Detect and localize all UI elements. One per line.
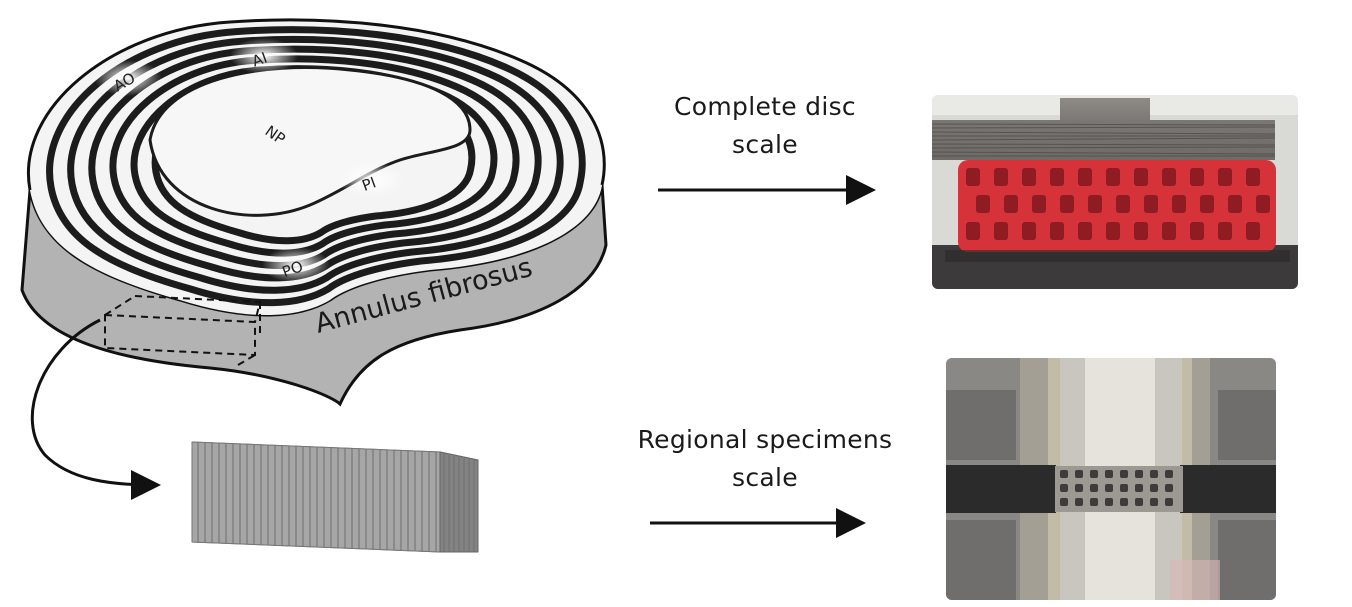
steel-streak xyxy=(932,137,1276,141)
glow-po xyxy=(262,247,330,283)
lattice-cell xyxy=(1075,484,1083,492)
disc-cell xyxy=(1162,222,1176,240)
lattice-cell xyxy=(1135,498,1143,506)
lattice-cell xyxy=(1165,498,1173,506)
disc-cell xyxy=(1032,195,1046,213)
lattice-cell xyxy=(1120,470,1128,478)
specimen-lamellae-lines xyxy=(197,442,475,552)
lattice-cell xyxy=(1090,470,1098,478)
steel-streak xyxy=(932,146,1276,149)
photo-complete-disc xyxy=(932,95,1298,289)
lattice-cell xyxy=(1165,470,1173,478)
disc-cell xyxy=(1218,222,1232,240)
steel-streak xyxy=(932,143,1276,146)
intervertebral-disc-model: NP AO AI PI PO Annulus fibrosus xyxy=(20,18,608,500)
glow-pi xyxy=(338,162,406,198)
lattice-cell xyxy=(1120,484,1128,492)
disc-cell xyxy=(1134,222,1148,240)
disc-cell xyxy=(1172,195,1186,213)
lattice-cell xyxy=(1060,484,1068,492)
lattice-cell xyxy=(1090,498,1098,506)
disc-cell xyxy=(1218,168,1232,186)
caption-regional-specimens: Regional specimens scale xyxy=(600,421,930,497)
disc-top-outline xyxy=(27,18,606,191)
steel-streak xyxy=(932,123,1276,126)
disc-cell xyxy=(994,222,1008,240)
disc-cell xyxy=(1050,222,1064,240)
disc-cell xyxy=(1228,195,1242,213)
disc-cell xyxy=(1050,168,1064,186)
caption-complete-disc: Complete disc scale xyxy=(640,88,890,164)
lattice-cell xyxy=(1075,498,1083,506)
disc-cell xyxy=(966,168,980,186)
specimen-extraction-box xyxy=(104,295,262,366)
disc-cell xyxy=(1022,222,1036,240)
disc-cell xyxy=(1116,195,1130,213)
disc-cell xyxy=(1134,168,1148,186)
curved-arrow xyxy=(30,318,161,500)
lattice-cell xyxy=(1135,470,1143,478)
lamella-ring xyxy=(46,26,586,307)
steel-streak xyxy=(932,126,1276,129)
lattice-cell xyxy=(1060,498,1068,506)
disc-cell xyxy=(1144,195,1158,213)
lamella-ring xyxy=(67,35,564,294)
lattice-cell xyxy=(1060,470,1068,478)
disc-cell xyxy=(1256,195,1270,213)
label-ai: AI xyxy=(250,49,270,71)
lattice-cell xyxy=(1090,484,1098,492)
glow-ai xyxy=(230,38,298,74)
disc-cell xyxy=(1022,168,1036,186)
lattice-cell xyxy=(1105,498,1113,506)
disc-cell xyxy=(1190,222,1204,240)
disc-cell xyxy=(1106,222,1120,240)
disc-cell xyxy=(1106,168,1120,186)
glow-ao xyxy=(94,60,162,96)
caption-complete-line1: Complete disc xyxy=(674,92,856,121)
disc-cell xyxy=(1004,195,1018,213)
disc-cell xyxy=(966,222,980,240)
lattice-cell xyxy=(1120,498,1128,506)
lattice-cell xyxy=(1075,470,1083,478)
disc-cell xyxy=(1088,195,1102,213)
steel-streak xyxy=(932,151,1276,155)
disc-cell xyxy=(1060,195,1074,213)
caption-complete-line2: scale xyxy=(732,130,798,159)
lattice-cell xyxy=(1150,470,1158,478)
label-pi: PI xyxy=(360,173,379,195)
disc-cell xyxy=(1246,168,1260,186)
photo-regional-specimen xyxy=(946,358,1276,600)
caption-regional-line2: scale xyxy=(732,463,798,492)
printed-disc-cells xyxy=(966,168,1270,240)
lattice-cell xyxy=(1135,484,1143,492)
regional-specimen-block xyxy=(191,441,479,553)
lattice-cell xyxy=(1105,470,1113,478)
disc-cell xyxy=(994,168,1008,186)
disc-cell xyxy=(1078,222,1092,240)
lattice-cell xyxy=(1105,484,1113,492)
lattice-cell xyxy=(1150,484,1158,492)
disc-cell xyxy=(1162,168,1176,186)
lattice-specimen xyxy=(1055,466,1183,512)
disc-cell xyxy=(1246,222,1260,240)
disc-cell xyxy=(976,195,990,213)
lattice-cell xyxy=(1150,498,1158,506)
steel-streak xyxy=(932,131,1276,135)
disc-cell xyxy=(1200,195,1214,213)
disc-cell xyxy=(1078,168,1092,186)
lattice-cell xyxy=(1165,484,1173,492)
lattice-cells xyxy=(1060,470,1173,506)
caption-regional-line1: Regional specimens xyxy=(637,425,893,454)
disc-cell xyxy=(1190,168,1204,186)
